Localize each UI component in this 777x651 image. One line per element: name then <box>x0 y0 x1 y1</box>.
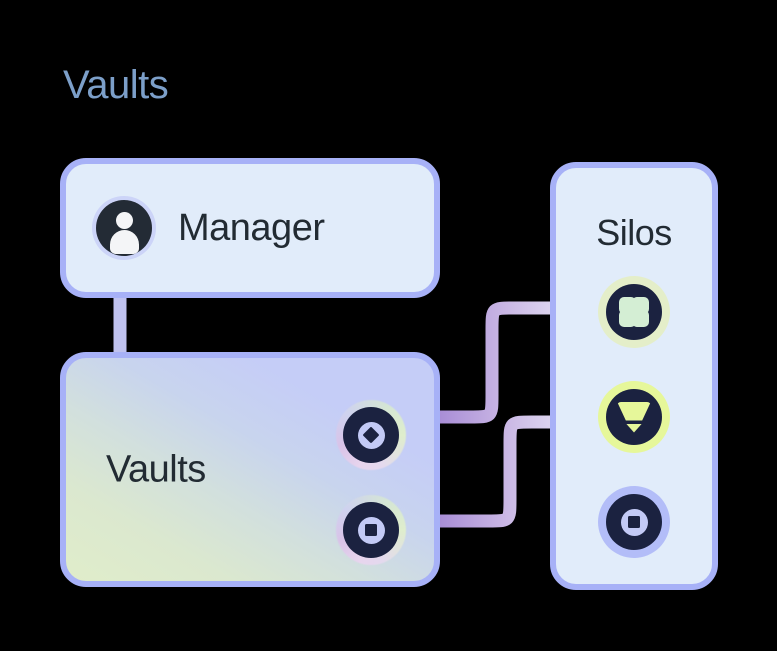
page-title: Vaults <box>63 63 169 107</box>
connector-vaults-to-silo-lower <box>433 415 563 528</box>
clover-icon <box>619 297 649 327</box>
token-inner <box>357 421 385 449</box>
token-inner <box>620 508 648 536</box>
silo-list <box>598 276 670 558</box>
diamond-icon <box>362 426 380 444</box>
manager-card[interactable]: Manager <box>60 158 440 298</box>
avatar <box>92 196 156 260</box>
connector-vaults-to-silo-upper <box>433 301 563 424</box>
token-disc <box>343 502 399 558</box>
silos-panel-label: Silos <box>596 212 672 253</box>
silos-panel[interactable]: Silos <box>550 162 718 590</box>
token-disc <box>343 407 399 463</box>
silo-clover[interactable] <box>598 276 670 348</box>
vaults-card[interactable]: Vaults <box>60 352 440 587</box>
vaults-card-label: Vaults <box>106 448 206 490</box>
square-icon <box>365 524 377 536</box>
user-avatar-icon <box>96 200 152 256</box>
vault-token-square[interactable] <box>336 495 406 565</box>
silo-funnel[interactable] <box>598 381 670 453</box>
silo-disc <box>606 494 662 550</box>
silo-disc <box>606 284 662 340</box>
silo-disc <box>606 389 662 445</box>
funnel-icon <box>617 401 651 433</box>
vault-token-diamond[interactable] <box>336 400 406 470</box>
manager-card-label: Manager <box>178 206 325 249</box>
token-inner <box>357 516 385 544</box>
silo-square[interactable] <box>598 486 670 558</box>
square-icon <box>628 516 640 528</box>
